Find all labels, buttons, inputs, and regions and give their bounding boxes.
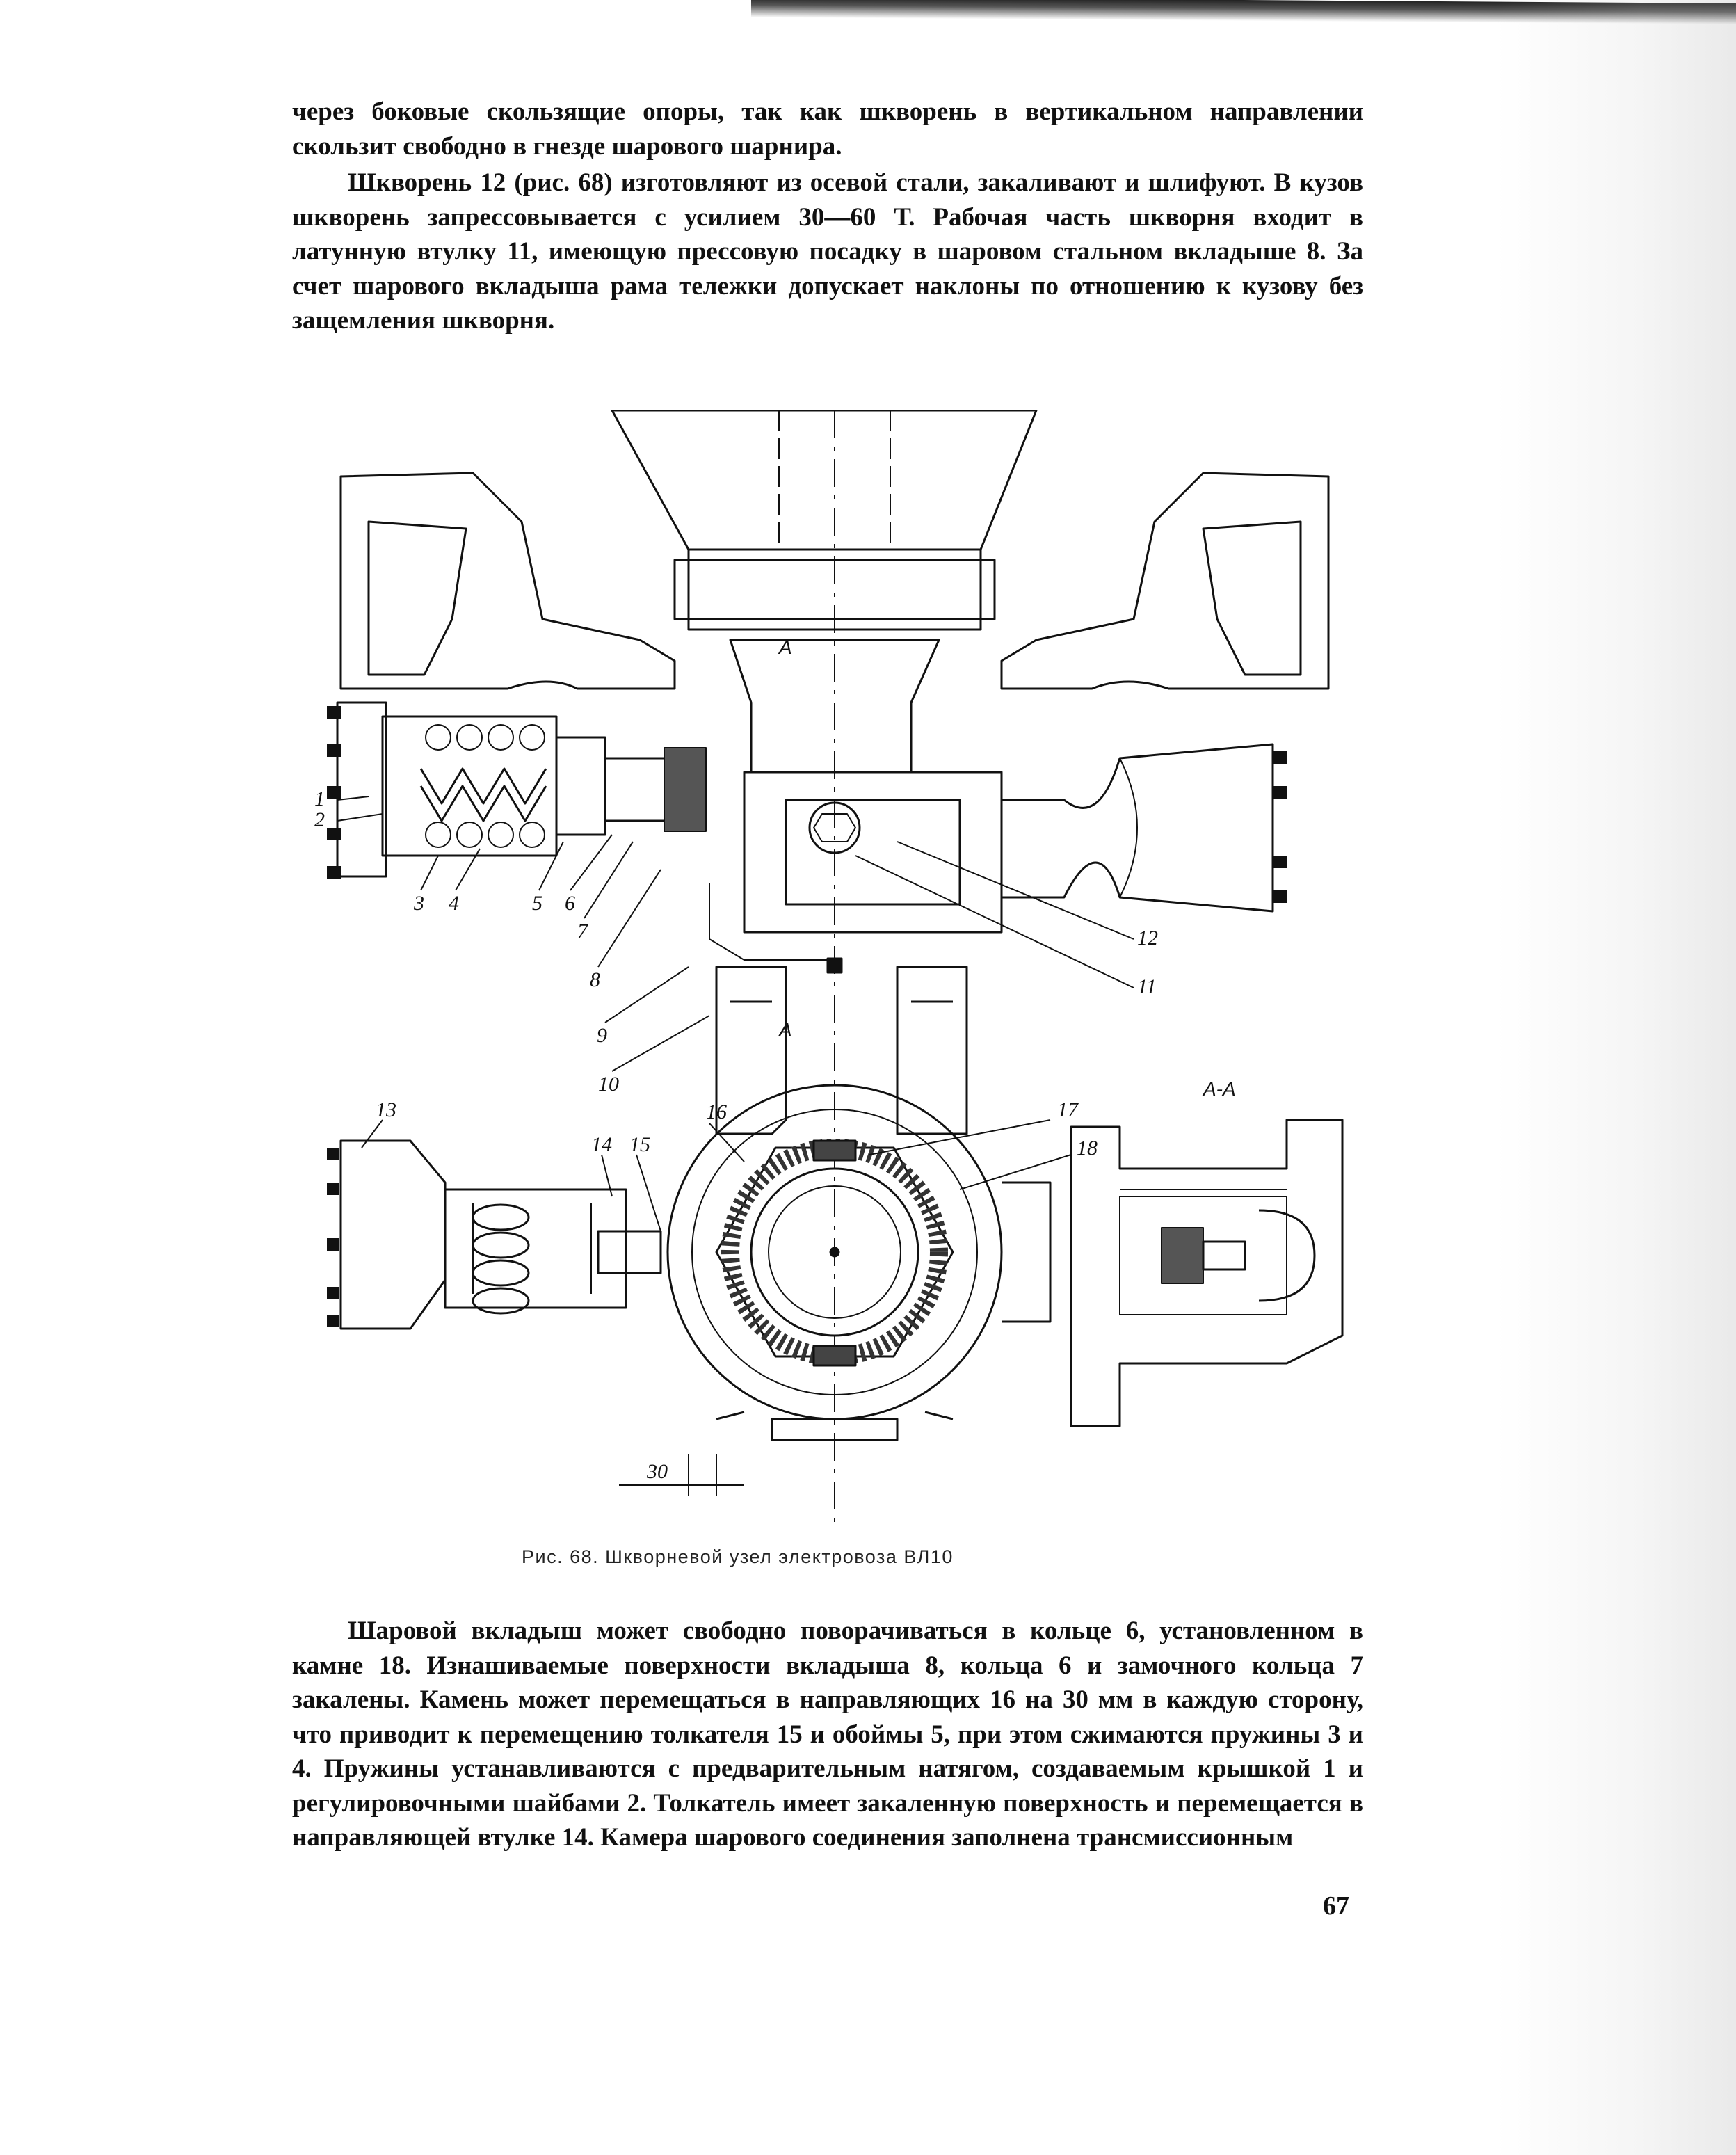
cut-mark-top: А	[778, 636, 792, 658]
paragraph-1: через боковые скользящие опоры, так как …	[292, 97, 1363, 161]
label-15: 15	[629, 1133, 650, 1156]
label-3: 3	[413, 892, 424, 915]
label-8: 8	[590, 968, 600, 991]
label-13: 13	[376, 1098, 396, 1121]
leader-lines	[337, 796, 1134, 1232]
pivot-assembly-svg: 1 2 3 4 5 6 7 8 9 10 12 11 13 14 15 16 1…	[314, 410, 1344, 1530]
spring-housing	[327, 701, 707, 879]
page-number: 67	[1323, 1891, 1349, 1921]
figure-labels: 1 2 3 4 5 6 7 8 9 10 12 11 13 14 15 16 1…	[314, 636, 1236, 1483]
label-4: 4	[449, 892, 459, 915]
label-5: 5	[532, 892, 542, 915]
spherical-joint	[666, 1084, 1052, 1441]
paragraph-2: Шкворень 12 (рис. 68) изготовляют из осе…	[292, 168, 1363, 335]
bracket	[715, 966, 968, 1135]
label-16: 16	[706, 1100, 727, 1123]
paragraph-3: Шаровой вкладыш может свободно поворачив…	[292, 1617, 1363, 1852]
label-11: 11	[1137, 975, 1157, 998]
label-1: 1	[314, 787, 325, 810]
section-a-a	[1070, 1119, 1344, 1427]
dimension-label: 30	[646, 1460, 668, 1483]
section-label: А-А	[1202, 1078, 1236, 1100]
figure-68-drawing: 1 2 3 4 5 6 7 8 9 10 12 11 13 14 15 16 1…	[299, 410, 1356, 1600]
pivot-block	[709, 743, 1287, 974]
label-18: 18	[1077, 1137, 1098, 1160]
book-page: через боковые скользящие опоры, так как …	[292, 90, 1363, 1969]
label-12: 12	[1137, 927, 1158, 950]
label-17: 17	[1057, 1098, 1079, 1121]
label-6: 6	[565, 892, 575, 915]
label-9: 9	[597, 1024, 607, 1047]
label-14: 14	[591, 1133, 612, 1156]
cut-mark-bottom: А	[778, 1019, 792, 1041]
label-10: 10	[598, 1073, 619, 1096]
dimension-30	[619, 1454, 744, 1496]
lower-spring-section	[327, 1139, 662, 1330]
label-7: 7	[577, 920, 589, 943]
scan-page-shading	[1495, 0, 1736, 2155]
figure-caption: Рис. 68. Шкворневой узел электровоза ВЛ1…	[522, 1546, 954, 1567]
label-2: 2	[314, 808, 325, 831]
